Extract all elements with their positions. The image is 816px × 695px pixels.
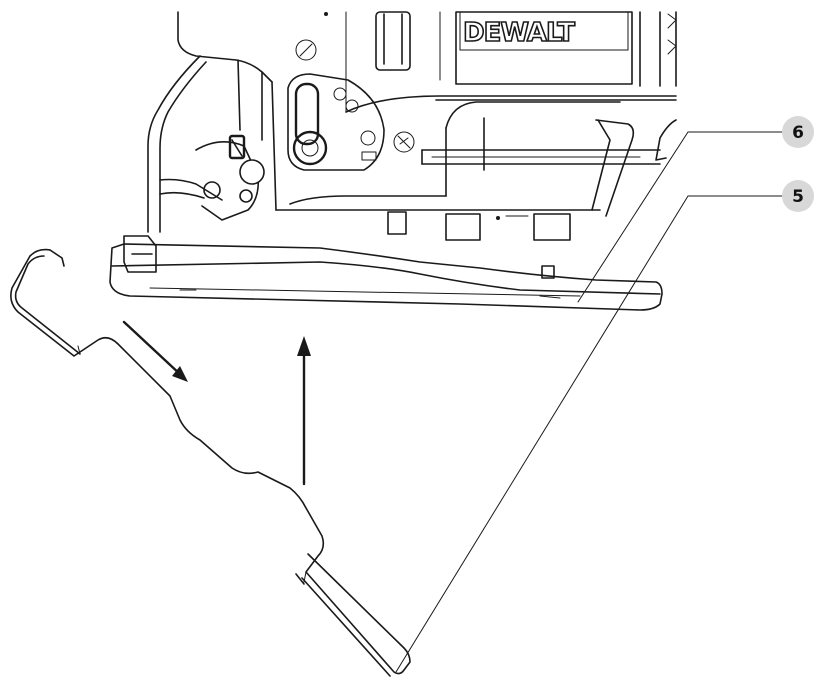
brand-logo-text: DEWALT xyxy=(463,18,575,48)
movement-arrows xyxy=(122,320,311,486)
jigsaw-shoe-base xyxy=(109,235,663,311)
callout-6-label: 6 xyxy=(792,123,804,143)
callout-6: 6 xyxy=(782,116,814,148)
callout-5-label: 5 xyxy=(792,187,804,207)
callout-5-circle xyxy=(782,180,814,212)
callout-6-circle xyxy=(782,116,814,148)
dust-guard-plate xyxy=(10,248,411,677)
callout-leaders xyxy=(395,131,785,673)
jigsaw-body: DEWALT xyxy=(147,11,677,279)
callout-5: 5 xyxy=(782,180,814,212)
